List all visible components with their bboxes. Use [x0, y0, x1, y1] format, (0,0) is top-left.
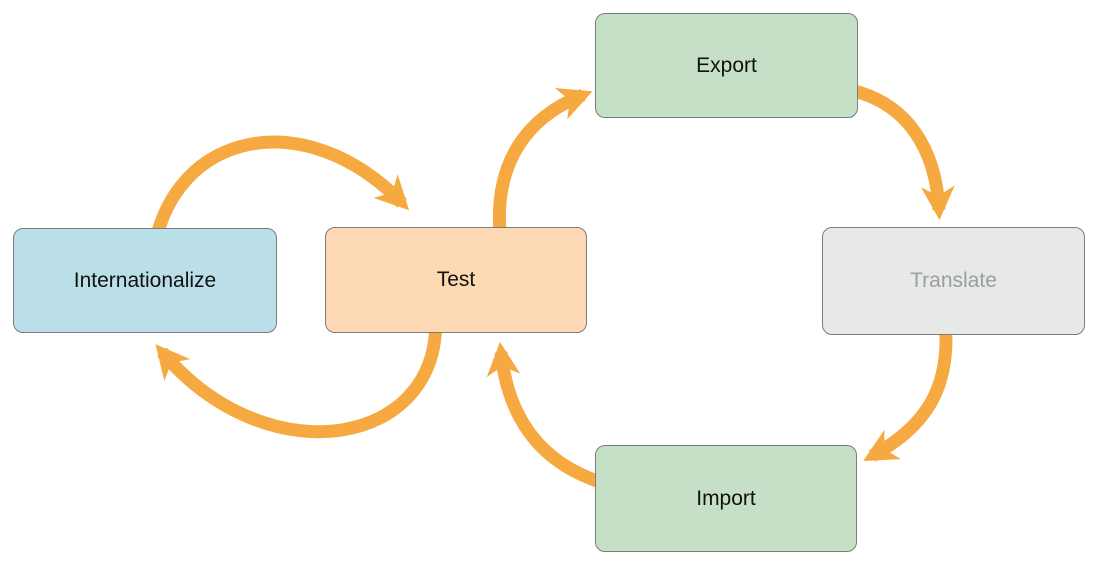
arrow-import-to-test: [486, 341, 603, 489]
arrow-export-to-translate: [848, 83, 955, 221]
arrow-test-to-internationalize: [155, 309, 443, 439]
node-test: Test: [325, 227, 587, 333]
node-test-label: Test: [436, 268, 476, 291]
arrow-translate-to-import: [863, 319, 953, 462]
arrow-test-to-export: [492, 88, 593, 251]
arrow-internationalize-to-test: [145, 135, 410, 267]
node-internationalize: Internationalize: [13, 228, 277, 333]
node-import: Import: [595, 445, 857, 552]
node-import-label: Import: [696, 486, 756, 510]
node-translate-label: Translate: [910, 269, 997, 292]
node-export-label: Export: [696, 53, 757, 77]
node-translate: Translate: [822, 227, 1085, 335]
node-internationalize-label: Internationalize: [73, 268, 217, 292]
node-export: Export: [595, 13, 858, 118]
